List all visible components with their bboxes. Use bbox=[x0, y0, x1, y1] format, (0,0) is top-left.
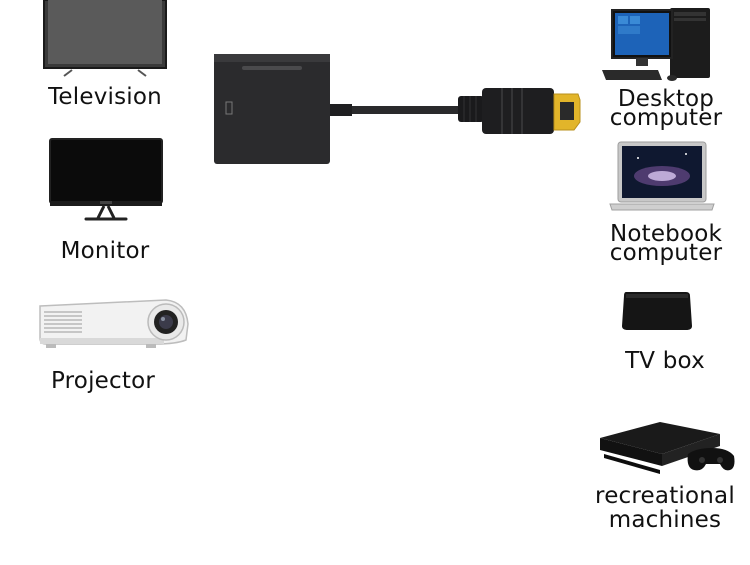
television-label: Television bbox=[48, 84, 162, 110]
monitor-image bbox=[48, 137, 164, 225]
desktop-computer-label-line1: Desktop bbox=[617, 86, 715, 112]
desktop-computer-label: Desktop computer bbox=[592, 86, 740, 131]
monitor-label: Monitor bbox=[60, 238, 150, 264]
recreational-machines-label-line1: recreational bbox=[595, 483, 735, 509]
hdmi-adapter-image bbox=[212, 52, 584, 166]
notebook-computer-image bbox=[608, 140, 716, 214]
notebook-computer-label-line1: Notebook bbox=[609, 221, 723, 247]
notebook-computer-label: Notebook computer bbox=[592, 221, 740, 266]
tv-box-image bbox=[620, 288, 694, 334]
tv-box-label: TV box bbox=[625, 348, 705, 374]
game-console-image bbox=[596, 420, 736, 478]
notebook-computer-label-line2: computer bbox=[609, 240, 723, 266]
desktop-computer-image bbox=[600, 2, 714, 86]
projector-image bbox=[36, 294, 190, 352]
projector-label: Projector bbox=[50, 368, 156, 394]
recreational-machines-label: recreational machines bbox=[594, 483, 736, 533]
desktop-computer-label-line2: computer bbox=[609, 105, 723, 131]
television-image bbox=[42, 0, 168, 80]
recreational-machines-label-line2: machines bbox=[608, 507, 722, 533]
